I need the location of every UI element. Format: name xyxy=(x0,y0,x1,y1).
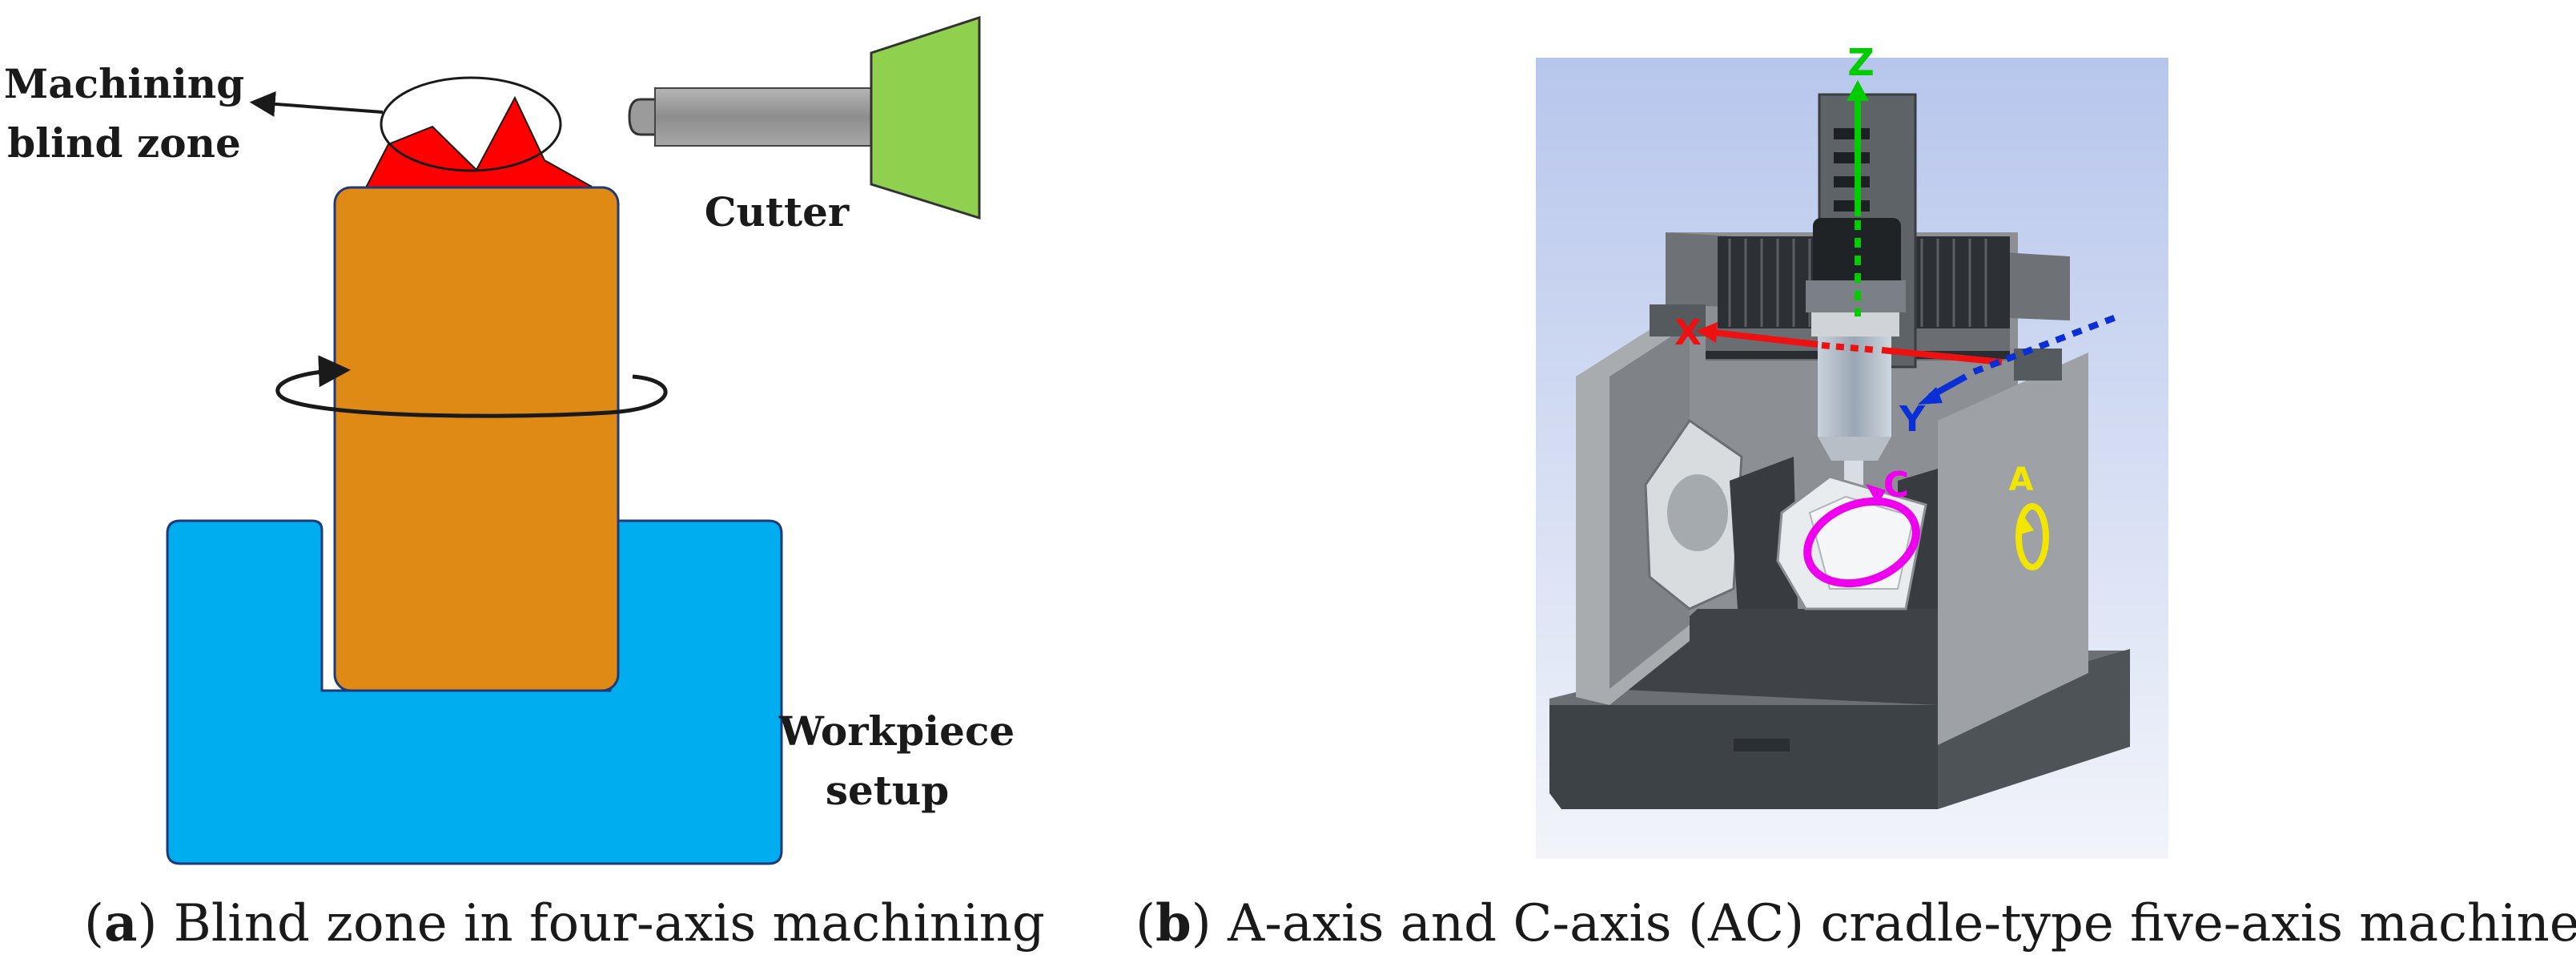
label-setup-line1: Workpiece xyxy=(778,707,1015,755)
x-axis-arrowhead xyxy=(1696,322,1718,343)
left-rail-bracket xyxy=(1650,304,1706,336)
axis-label-c: C xyxy=(1883,465,1909,506)
blind-zone-ellipse xyxy=(380,76,562,172)
caption-a: (a) Blind zone in four-axis machining xyxy=(84,893,1045,953)
trunnion-left-hub xyxy=(1667,474,1728,551)
label-cutter: Cutter xyxy=(705,188,850,236)
cutter-shank xyxy=(654,87,874,147)
a-axis-arrowhead xyxy=(2018,517,2034,535)
axis-label-x: X xyxy=(1674,312,1702,353)
workpiece-setup-fixture xyxy=(166,519,783,865)
spindle-nose xyxy=(1818,437,1891,461)
panel-a: Machining blind zone Cutter Workpiece se… xyxy=(4,15,1015,865)
axis-label-a: A xyxy=(2009,461,2034,498)
y-axis-dashed xyxy=(1972,313,2120,375)
c-axis-arrowhead xyxy=(1866,484,1886,505)
caption-b-text: A-axis and C-axis (AC) cradle-type five-… xyxy=(1228,894,2576,953)
cutter-head xyxy=(870,15,981,220)
machine-base-front xyxy=(1549,705,1938,809)
caption-b: (b) A-axis and C-axis (AC) cradle-type f… xyxy=(1135,893,2576,953)
workpiece-block xyxy=(333,186,620,692)
cutter-tip xyxy=(628,98,658,136)
c-axis-rotation xyxy=(1803,497,1920,588)
caption-b-letter: b xyxy=(1155,893,1192,953)
z-axis-arrowhead xyxy=(1847,80,1869,101)
base-handle xyxy=(1734,739,1790,751)
x-axis-dashed xyxy=(1821,342,1879,353)
axis-label-y: Y xyxy=(1899,399,1926,440)
label-setup-line2: setup xyxy=(826,767,949,814)
caption-a-letter: a xyxy=(103,893,138,953)
rotation-arrow xyxy=(275,355,668,418)
caption-a-text: Blind zone in four-axis machining xyxy=(173,894,1045,953)
enclosure-floor xyxy=(1609,609,1978,705)
machine-base-side xyxy=(1938,649,2130,809)
label-blind-zone-line1: Machining xyxy=(4,60,244,107)
spindle-body xyxy=(1818,336,1891,437)
blind-zone-region xyxy=(363,95,602,191)
label-blind-zone-line2: blind zone xyxy=(7,119,241,167)
blind-zone-leader xyxy=(249,91,384,117)
axis-label-z: Z xyxy=(1847,41,1874,84)
cradle-body xyxy=(1730,457,1798,609)
a-axis-rotation xyxy=(2015,503,2049,570)
x-axis-line-2 xyxy=(1881,347,2003,365)
right-rail-bracket xyxy=(2014,349,2062,381)
panel-b: Z X Y C A xyxy=(1536,41,2168,859)
y-axis-arrowhead xyxy=(1918,387,1943,405)
enclosure-right-wall xyxy=(1938,353,2088,745)
x-axis-line xyxy=(1713,329,1818,348)
cutter xyxy=(628,15,981,220)
